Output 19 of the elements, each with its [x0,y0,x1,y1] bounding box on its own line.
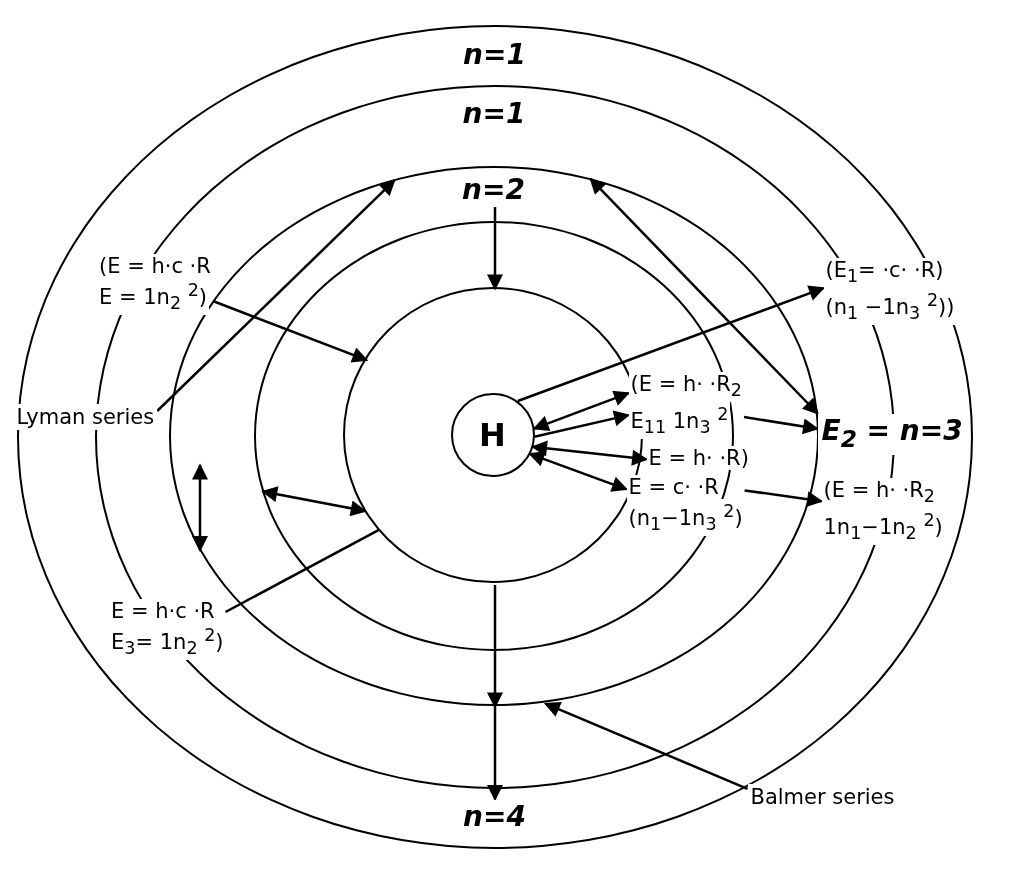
arrow [487,585,503,709]
arrow [543,701,748,790]
arrow [487,206,503,291]
arrow [517,285,825,403]
orbit-ring [17,25,973,849]
arrow [744,489,824,508]
double-arrow [261,486,367,517]
leader-line [224,529,380,614]
arrow [534,410,631,438]
double-arrow [589,177,819,415]
arrow [743,415,820,435]
double-arrow [532,390,630,431]
double-arrow [192,463,208,552]
double-arrow [531,440,649,466]
arrow [156,179,396,412]
nucleus-circle: H [450,392,535,477]
double-arrow [528,451,628,492]
arrow [212,299,369,363]
arrow [487,707,503,802]
